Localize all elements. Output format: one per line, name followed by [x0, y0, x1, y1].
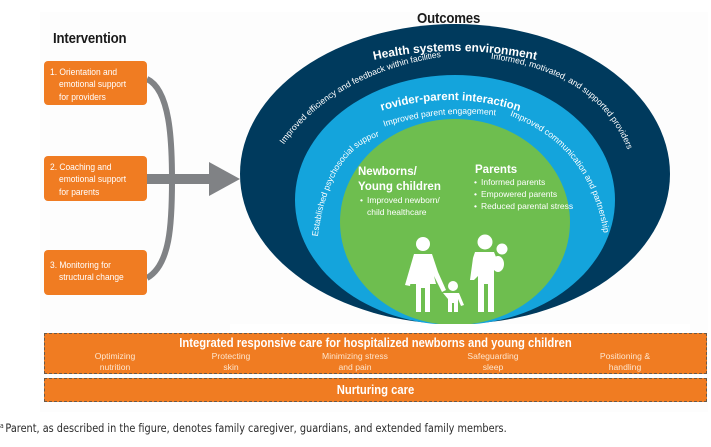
- intervention-text: for parents: [59, 185, 100, 197]
- intervention-number: 2.: [50, 161, 58, 172]
- intervention-item-2: 2. Coaching and emotional support for pa…: [44, 156, 147, 201]
- bullet-icon: •: [474, 201, 477, 211]
- newborns-title-line1: Newborns/: [358, 166, 418, 178]
- footnote-text: Parent, as described in the figure, deno…: [5, 422, 507, 435]
- arrow-shaft: [147, 174, 211, 184]
- parents-title: Parents: [475, 164, 517, 176]
- bullet-icon: •: [360, 195, 363, 205]
- newborns-bullet-cont: child healthcare: [367, 207, 427, 217]
- integrated-care-item-line: Minimizing stress: [322, 351, 388, 361]
- intervention-item-3: 3. Monitoring for structural change: [44, 250, 147, 295]
- nurturing-care-band: Nurturing care: [44, 378, 707, 402]
- intervention-text: structural change: [59, 271, 124, 283]
- intervention-text: Monitoring for: [59, 259, 111, 270]
- bullet-icon: •: [474, 177, 477, 187]
- bullet-icon: •: [474, 189, 477, 199]
- intervention-text: emotional support: [59, 173, 127, 185]
- right-arrow-icon: [209, 162, 240, 196]
- integrated-care-item: Minimizing stress and pain: [300, 351, 410, 373]
- intervention-text: emotional support: [59, 78, 127, 90]
- integrated-care-band: Integrated responsive care for hospitali…: [44, 333, 707, 374]
- intervention-number: 1.: [50, 66, 58, 77]
- integrated-care-item-line: Positioning &: [599, 351, 651, 361]
- inner-circle-newborns-parents: [340, 119, 570, 325]
- integrated-care-item: Optimizing nutrition: [60, 351, 170, 373]
- integrated-care-item-line: nutrition: [99, 362, 131, 372]
- intervention-heading: Intervention: [53, 30, 127, 47]
- integrated-care-item-line: skin: [223, 362, 239, 372]
- integrated-care-item-line: Optimizing: [94, 351, 136, 361]
- footnote-marker: a: [0, 422, 4, 430]
- newborns-title-line2: Young children: [358, 181, 441, 193]
- parents-bullet: Reduced parental stress: [481, 201, 573, 211]
- family-icon: [405, 234, 508, 312]
- intervention-text: Coaching and: [59, 161, 112, 172]
- diagram-bottom-mask: [230, 324, 690, 334]
- integrated-care-title: Integrated responsive care for hospitali…: [179, 336, 572, 350]
- integrated-care-item-line: handling: [608, 362, 642, 372]
- nurturing-care-title: Nurturing care: [336, 383, 415, 397]
- integrated-care-item-line: and pain: [338, 362, 372, 372]
- integrated-care-item: Safeguarding sleep: [438, 351, 548, 373]
- integrated-care-item-line: sleep: [482, 362, 504, 372]
- outcomes-heading: Outcomes: [417, 10, 481, 27]
- integrated-care-item-line: Safeguarding: [467, 351, 519, 361]
- intervention-number: 3.: [50, 259, 58, 270]
- integrated-care-item: Positioning & handling: [570, 351, 680, 373]
- parents-bullet: Informed parents: [481, 177, 545, 187]
- intervention-text: Orientation and: [59, 66, 118, 77]
- integrated-care-item: Protecting skin: [176, 351, 286, 373]
- intervention-text: for providers: [59, 90, 106, 102]
- integrated-care-item-line: Protecting: [211, 351, 251, 361]
- newborns-bullet: Improved newborn/: [367, 195, 440, 205]
- parents-bullet: Empowered parents: [481, 189, 557, 199]
- intervention-item-1: 1. Orientation and emotional support for…: [44, 61, 147, 105]
